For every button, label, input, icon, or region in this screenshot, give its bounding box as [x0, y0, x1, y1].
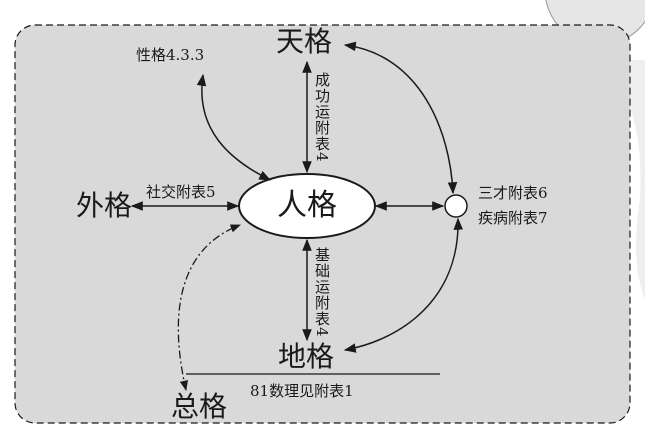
tian-ge-label: 天格: [276, 25, 333, 58]
arrow-tian-circle: [343, 41, 458, 195]
junction-circle: [444, 194, 468, 218]
success-annotation: 成功运附表4: [313, 72, 331, 163]
zong-ge-label: 总格: [171, 390, 228, 423]
wai-ge-label: 外格: [76, 189, 133, 222]
personality-annotation: 性格4.3.3: [136, 46, 205, 64]
social-annotation: 社交附表5: [146, 183, 216, 201]
three-talents-annotation: 三才附表6: [478, 184, 548, 202]
arrow-zong-ren: [177, 224, 241, 392]
ren-ge-label: 人格: [277, 188, 337, 223]
arrow-personality-ren: [196, 73, 272, 181]
di-ge-label: 地格: [278, 340, 335, 373]
base-annotation: 基础运附表4: [313, 247, 331, 338]
arrow-circle-di: [343, 217, 464, 353]
illness-annotation: 疾病附表7: [478, 209, 548, 227]
numerology-annotation: 81数理见附表1: [250, 382, 354, 400]
